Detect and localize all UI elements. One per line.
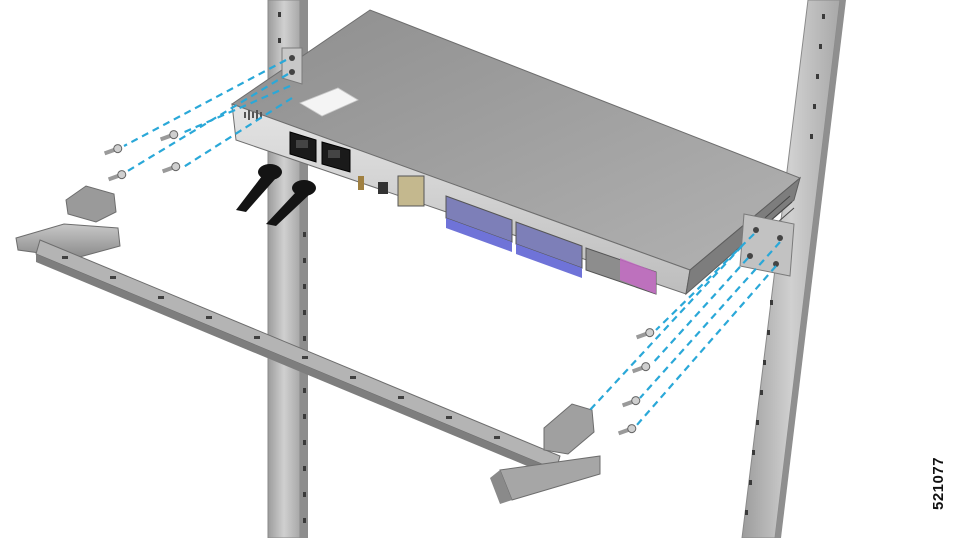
screw-icon: [631, 362, 651, 374]
bracket-right-tab: [543, 403, 595, 455]
screw-icon: [635, 328, 655, 340]
right-mounting-ear: [739, 213, 795, 277]
cisco-logo-icon: [244, 110, 262, 120]
sfp-port-group-2: [515, 221, 583, 278]
screw-icon: [159, 130, 179, 142]
router-chassis: [230, 9, 801, 296]
cable-management-bracket: [15, 185, 601, 504]
left-mounting-ear: [281, 47, 303, 85]
sfp-port-group-3: [585, 247, 657, 295]
left-alignment-lines: [123, 59, 293, 173]
screws-right: [617, 328, 655, 436]
power-input-connectors: [289, 131, 351, 173]
right-post-holes: [745, 14, 825, 515]
bracket-slots: [62, 256, 500, 439]
sfp-port-group-1: [445, 195, 513, 252]
screw-icon: [621, 396, 641, 408]
screw-icon: [161, 162, 181, 174]
management-ports: [358, 175, 425, 207]
bracket-left-tab: [65, 185, 117, 223]
power-cable-clips: [236, 164, 316, 226]
screw-icon: [617, 424, 637, 436]
screws-left: [103, 130, 181, 182]
right-alignment-lines: [589, 233, 781, 427]
screw-icon: [103, 144, 123, 156]
chassis-label: [299, 87, 359, 117]
figure-id-number: 521077: [930, 456, 947, 510]
screw-icon: [107, 170, 127, 182]
